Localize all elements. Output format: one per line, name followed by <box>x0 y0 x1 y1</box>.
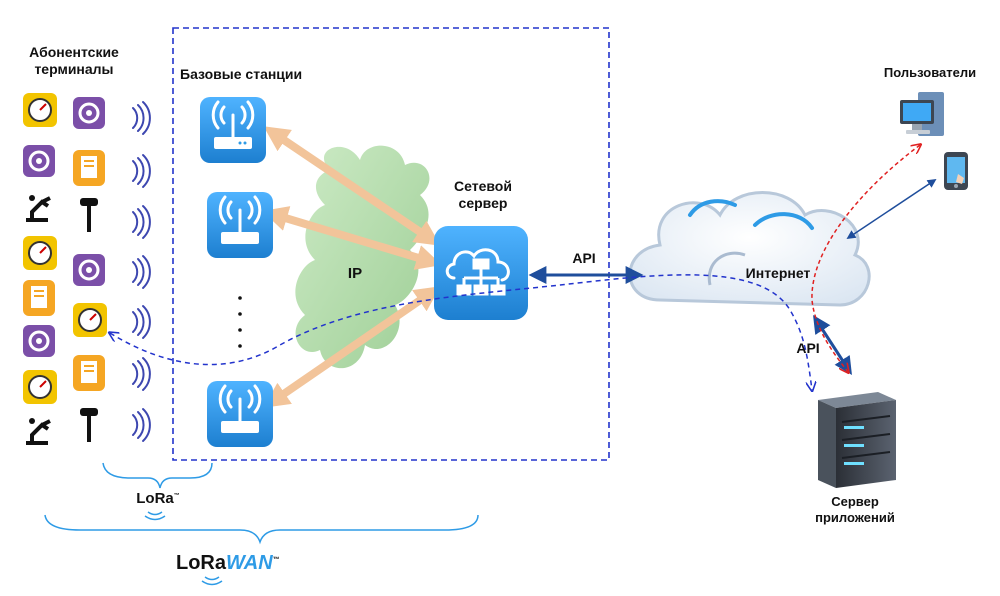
smartphone-icon <box>944 152 968 190</box>
sensor-module-icon <box>73 355 105 391</box>
lorawan-tm: ™ <box>272 556 280 564</box>
sensor-module-icon <box>23 280 55 316</box>
tracker-icon <box>73 97 105 129</box>
robot-arm-icon <box>26 195 51 222</box>
radio-waves-icon <box>132 205 151 239</box>
lora-logo: LoRa™ <box>128 490 188 507</box>
internet-cloud <box>628 191 871 307</box>
lora-tm: ™ <box>173 493 180 499</box>
desktop-computer-icon <box>900 92 944 136</box>
robot-arm-icon <box>26 418 51 445</box>
radio-waves-icon <box>132 101 151 135</box>
smart-meter-icon <box>73 303 107 337</box>
radio-waves-column <box>132 101 151 442</box>
more-stations-dots <box>238 296 242 348</box>
radio-waves-icon <box>132 408 151 442</box>
network-server-label: Сетевой сервер <box>454 178 512 211</box>
network-boundary-frame <box>172 27 610 461</box>
api-label-bottom: API <box>796 340 820 356</box>
internet-label: Интернет <box>745 265 811 281</box>
tracker-icon <box>23 325 55 357</box>
antenna-router-icon <box>211 100 255 149</box>
smart-meter-icon <box>23 93 57 127</box>
user-data-path <box>811 145 920 372</box>
base-station-3 <box>207 381 273 447</box>
users-label: Пользователи <box>883 65 977 80</box>
antenna-router-icon <box>218 195 262 244</box>
lora-logo-text: LoRa <box>136 490 174 507</box>
network-server-node <box>434 226 528 320</box>
base-station-2 <box>207 192 273 258</box>
radio-waves-icon <box>132 357 151 391</box>
tracker-icon <box>73 254 105 286</box>
network-topology-icon <box>445 248 510 296</box>
radio-waves-icon <box>132 305 151 339</box>
lora-brace <box>102 462 213 489</box>
base-station-1 <box>200 97 266 163</box>
tracker-icon <box>23 145 55 177</box>
lora-logo-signal <box>144 511 166 521</box>
lorawan-logo-suffix: WAN <box>226 552 273 574</box>
users-link-arrow <box>846 179 937 239</box>
base-stations-label: Базовые станции <box>180 66 303 82</box>
sensor-module-icon <box>73 150 105 186</box>
lorawan-logo-prefix: LoRa <box>176 552 226 574</box>
terminals-label: Абонентские терминалы <box>29 44 119 77</box>
lorawan-logo: LoRaWAN™ <box>176 552 296 575</box>
street-lamp-icon <box>80 408 98 442</box>
terminal-devices <box>23 93 107 445</box>
app-server-label: Сервер приложений <box>815 494 895 525</box>
radio-waves-icon <box>132 154 151 188</box>
smart-meter-icon <box>23 370 57 404</box>
smart-meter-icon <box>23 236 57 270</box>
ip-label: IP <box>347 265 363 282</box>
api-label-top: API <box>572 250 596 266</box>
device-data-path <box>110 274 812 390</box>
street-lamp-icon <box>80 198 98 232</box>
server-rack-icon <box>818 392 896 488</box>
lorawan-brace <box>44 514 479 545</box>
lorawan-logo-signal <box>201 576 223 586</box>
radio-waves-icon <box>132 255 151 289</box>
